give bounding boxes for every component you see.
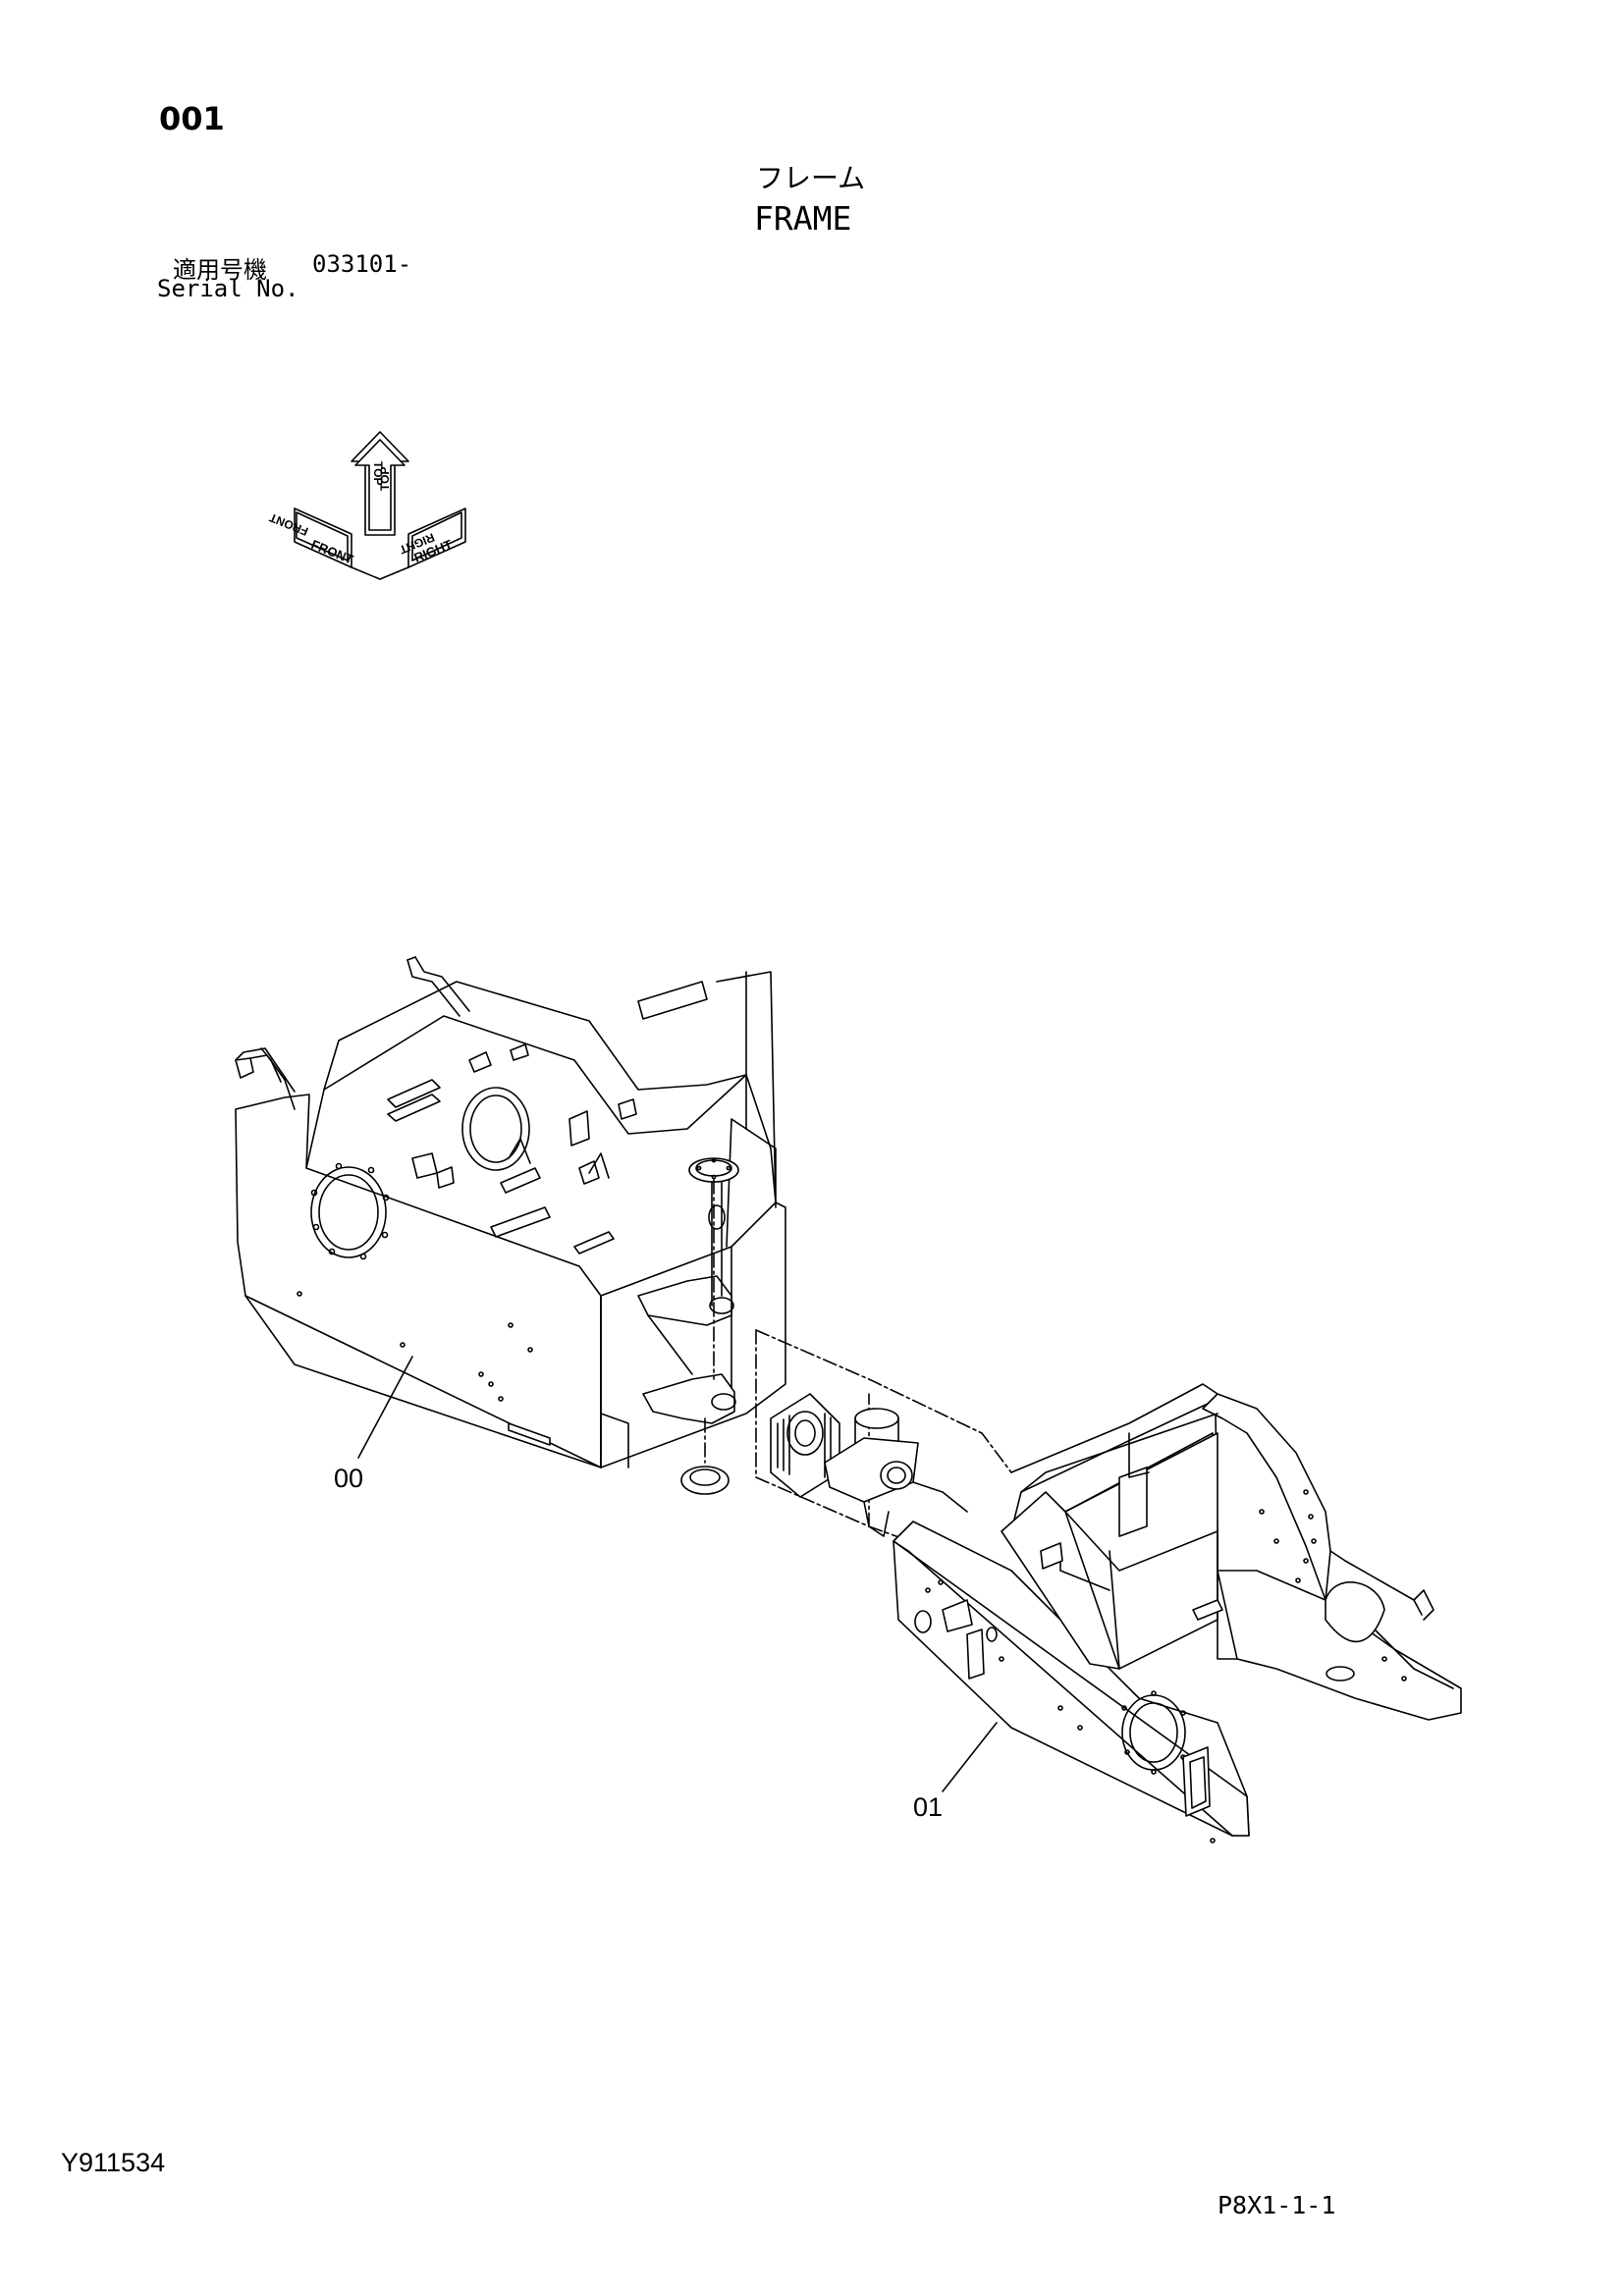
callout-00: 00 [334,1464,363,1493]
page-reference: P8X1-1-1 [1218,2191,1336,2219]
kingpin-assembly [681,1158,1011,1571]
title-japanese: フレーム [756,162,866,194]
leader-line-00 [358,1357,412,1458]
serial-label-english: Serial No. [157,275,299,302]
orientation-icon: FRONT FRONT TOP TOP RIGHT RIGHT [267,432,465,579]
serial-number-value: 033101- [312,250,412,278]
title-english: FRAME [754,199,852,238]
orientation-label-top-mirror: TOP [378,467,392,491]
rear-frame-part-01 [893,1384,1461,1842]
callout-01: 01 [913,1792,943,1822]
section-number: 001 [159,100,225,137]
leader-line-01 [943,1723,997,1791]
main-frame-part-00 [236,957,785,1468]
serial-label-japanese: 適用号機 [173,256,267,284]
drawing-id: Y911534 [61,2148,166,2177]
orientation-label-top: TOP [371,461,385,485]
